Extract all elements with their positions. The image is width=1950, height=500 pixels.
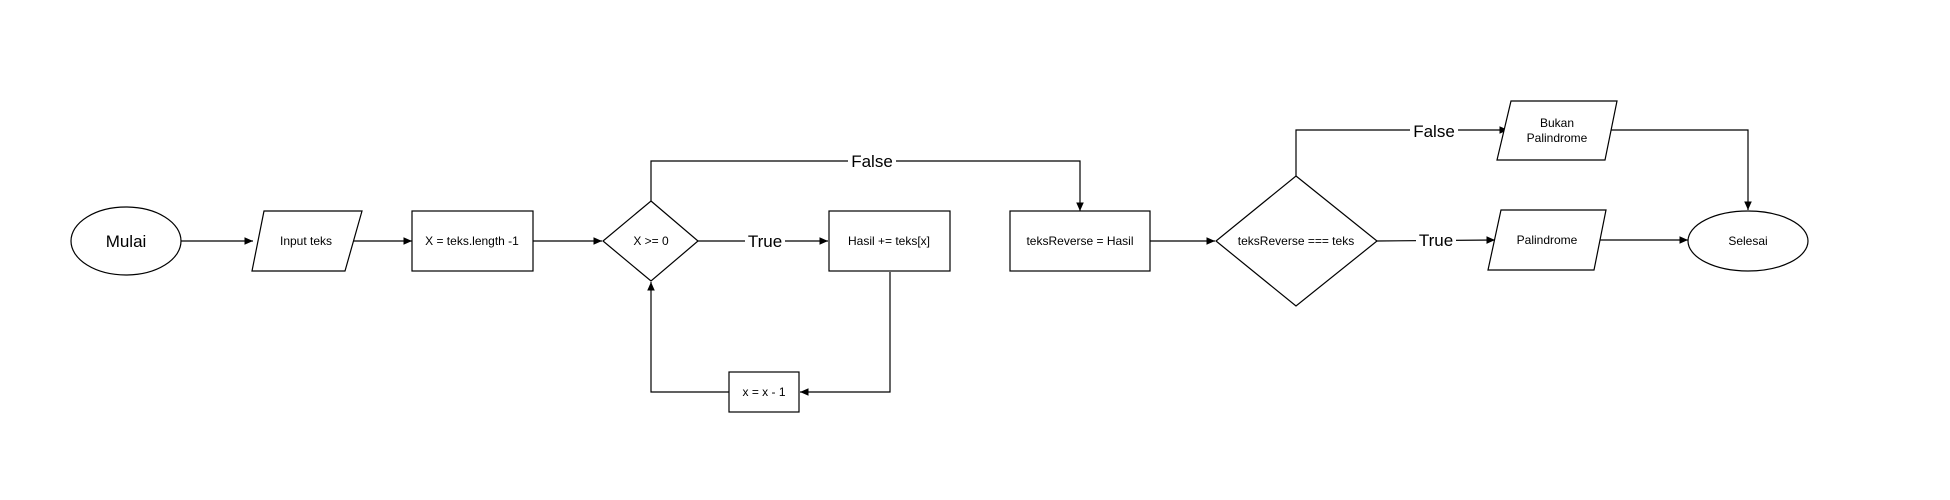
end-label: Selesai: [1728, 234, 1767, 248]
node-decrement: x = x - 1: [728, 371, 800, 413]
node-input-teks: Input teks: [251, 210, 363, 272]
decrement-rect: [728, 371, 800, 413]
init-rect: [411, 210, 534, 272]
edge-label-loop-false: False: [851, 152, 893, 171]
edge-label-pal-true: True: [1419, 231, 1453, 250]
start-label: Mulai: [106, 232, 147, 251]
node-bukan-palindrome: Bukan Palindrome: [1496, 100, 1618, 161]
assign-label: teksReverse = Hasil: [1026, 234, 1133, 248]
append-rect: [828, 210, 951, 272]
edge-labels: True False True False: [745, 120, 1458, 252]
edge-label-bg: [1416, 229, 1456, 251]
node-cond-palindrome: teksReverse === teks: [1215, 175, 1378, 307]
edge-decrement-to-cond: [647, 282, 729, 393]
edge-append-to-decrement: [800, 272, 891, 396]
edge-bukan-to-selesai: [1605, 129, 1752, 210]
init-label: X = teks.length -1: [425, 234, 519, 248]
edge-label-loop-true: True: [748, 232, 782, 251]
input-parallelogram: [251, 210, 363, 272]
node-mulai: Mulai: [70, 206, 182, 276]
edge-label-bg: [745, 230, 785, 252]
nodes: Mulai Input teks X = teks.length -1 X >=…: [70, 100, 1809, 413]
palindrome-decision-diamond: [1215, 175, 1378, 307]
decrement-label: x = x - 1: [742, 385, 785, 399]
input-label: Input teks: [280, 234, 332, 248]
start-ellipse: [70, 206, 182, 276]
edge-label-pal-false: False: [1413, 122, 1455, 141]
assign-rect: [1009, 210, 1151, 272]
loop-decision-label: X >= 0: [633, 234, 669, 248]
node-cond-loop: X >= 0: [602, 200, 699, 282]
node-init-x: X = teks.length -1: [411, 210, 534, 272]
bukan-label-line2: Palindrome: [1527, 131, 1588, 145]
edge-cond2-false: [1295, 126, 1508, 176]
node-selesai: Selesai: [1687, 210, 1809, 272]
bukan-label-line1: Bukan: [1540, 116, 1574, 130]
edge-label-bg: [1410, 120, 1458, 142]
node-assign-reverse: teksReverse = Hasil: [1009, 210, 1151, 272]
palindrome-decision-label: teksReverse === teks: [1238, 234, 1354, 248]
node-append: Hasil += teks[x]: [828, 210, 951, 272]
node-palindrome: Palindrome: [1487, 209, 1607, 271]
loop-decision-diamond: [602, 200, 699, 282]
edge-label-bg: [848, 150, 896, 172]
end-ellipse: [1687, 210, 1809, 272]
append-label: Hasil += teks[x]: [848, 234, 930, 248]
palindrome-parallelogram: [1487, 209, 1607, 271]
bukan-parallelogram: [1496, 100, 1618, 161]
palindrome-label: Palindrome: [1517, 233, 1578, 247]
